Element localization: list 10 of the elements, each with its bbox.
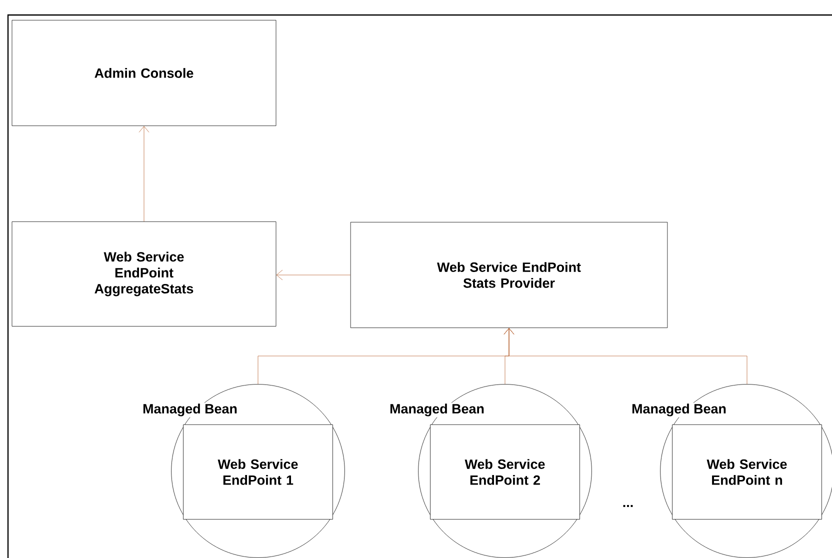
- arrow: [504, 328, 748, 384]
- process-box: Web Service EndPoint 2: [430, 424, 580, 520]
- ellipsis-label: ...: [623, 504, 633, 507]
- process-box: Web Service EndPoint 1: [183, 424, 333, 520]
- process-box: Web Service EndPoint n: [672, 424, 822, 520]
- arrow: [276, 270, 351, 280]
- arrow: [138, 126, 150, 222]
- process-box: Web Service EndPoint AggregateStats: [12, 221, 276, 326]
- process-box: Admin Console: [12, 20, 276, 126]
- process-box: Web Service EndPoint Stats Provider: [350, 222, 668, 328]
